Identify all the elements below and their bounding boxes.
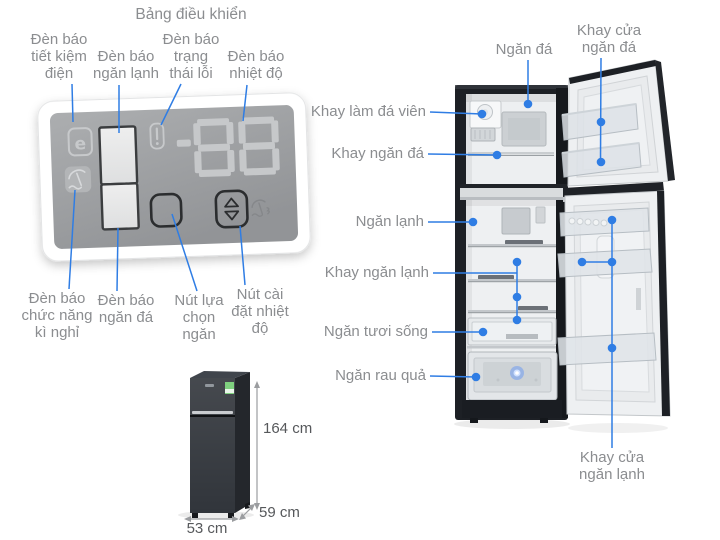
temperature-display <box>176 116 280 178</box>
label-khay-cua-ngan-lanh: Khay cửa ngăn lạnh <box>579 449 645 483</box>
leader-lines <box>68 57 613 448</box>
label-khay-lam-da-vien: Khay làm đá viên <box>310 103 426 120</box>
label-ngan-lanh: Ngăn lạnh <box>355 213 424 230</box>
label-den-bao-nhiet-do: Đèn báo nhiệt độ <box>227 48 285 82</box>
eco-mode-icon-frame <box>67 127 93 157</box>
dimension-height: 164 cm <box>263 420 313 437</box>
fridge-compartment <box>462 200 562 423</box>
label-den-bao-tiet-kiem-dien: Đèn báo tiết kiệm điện <box>30 31 88 82</box>
label-den-bao-chuc-nang-ki-nghi: Đèn báo chức năng kì nghỉ <box>21 290 93 341</box>
label-nut-cai-dat-nhiet-do: Nút cài đặt nhiệt độ <box>231 286 289 337</box>
energy-label <box>225 382 234 394</box>
label-khay-ngan-da: Khay ngăn đá <box>331 145 424 162</box>
brand-logo <box>205 384 214 387</box>
dimension-depth: 59 cm <box>259 504 300 521</box>
fridge-door <box>557 182 671 417</box>
label-nut-lua-chon-ngan: Nút lựa chọn ngăn <box>174 292 224 343</box>
fridge-diagram-art <box>454 59 675 433</box>
label-khay-ngan-lanh: Khay ngăn lạnh <box>324 264 429 281</box>
mini-fridge <box>178 371 254 519</box>
label-ngan-rau-qua: Ngăn rau quả <box>335 367 426 384</box>
mini-fridge-handle <box>192 411 233 414</box>
vacation-mode-icon <box>64 166 92 193</box>
label-den-bao-ngan-lanh: Đèn báo ngăn lạnh <box>93 48 159 82</box>
temperature-set-button <box>214 189 249 229</box>
label-khay-cua-ngan-da: Khay cửa ngăn đá <box>576 22 642 56</box>
vegetable-drawer <box>467 351 558 401</box>
compartment-select-button <box>149 192 183 228</box>
vacation-3s-icon <box>251 199 270 217</box>
label-den-bao-ngan-da: Đèn báo ngăn đá <box>97 292 155 326</box>
dimension-arrows <box>184 381 260 522</box>
freezer-door <box>561 59 675 187</box>
error-status-icon <box>149 122 165 150</box>
panel-title: Bảng điều khiển <box>135 6 247 23</box>
fridge-door-bins <box>557 207 657 366</box>
freezer-compartment <box>466 94 556 184</box>
back-panel <box>501 207 531 235</box>
label-ngan-da: Ngăn đá <box>495 41 553 58</box>
dimension-width: 53 cm <box>186 520 228 537</box>
control-panel: e <box>37 92 311 262</box>
eco-mode-icon: e <box>74 134 86 154</box>
label-ngan-tuoi-song: Ngăn tươi sống <box>323 323 428 340</box>
fresh-food-bin <box>467 317 557 346</box>
callout-dots <box>468 99 617 382</box>
fridge-compartment-indicator <box>98 125 139 186</box>
label-den-bao-trang-thai-loi: Đèn báo trạng thái lỗi <box>162 31 220 82</box>
freezer-compartment-indicator <box>100 182 140 231</box>
